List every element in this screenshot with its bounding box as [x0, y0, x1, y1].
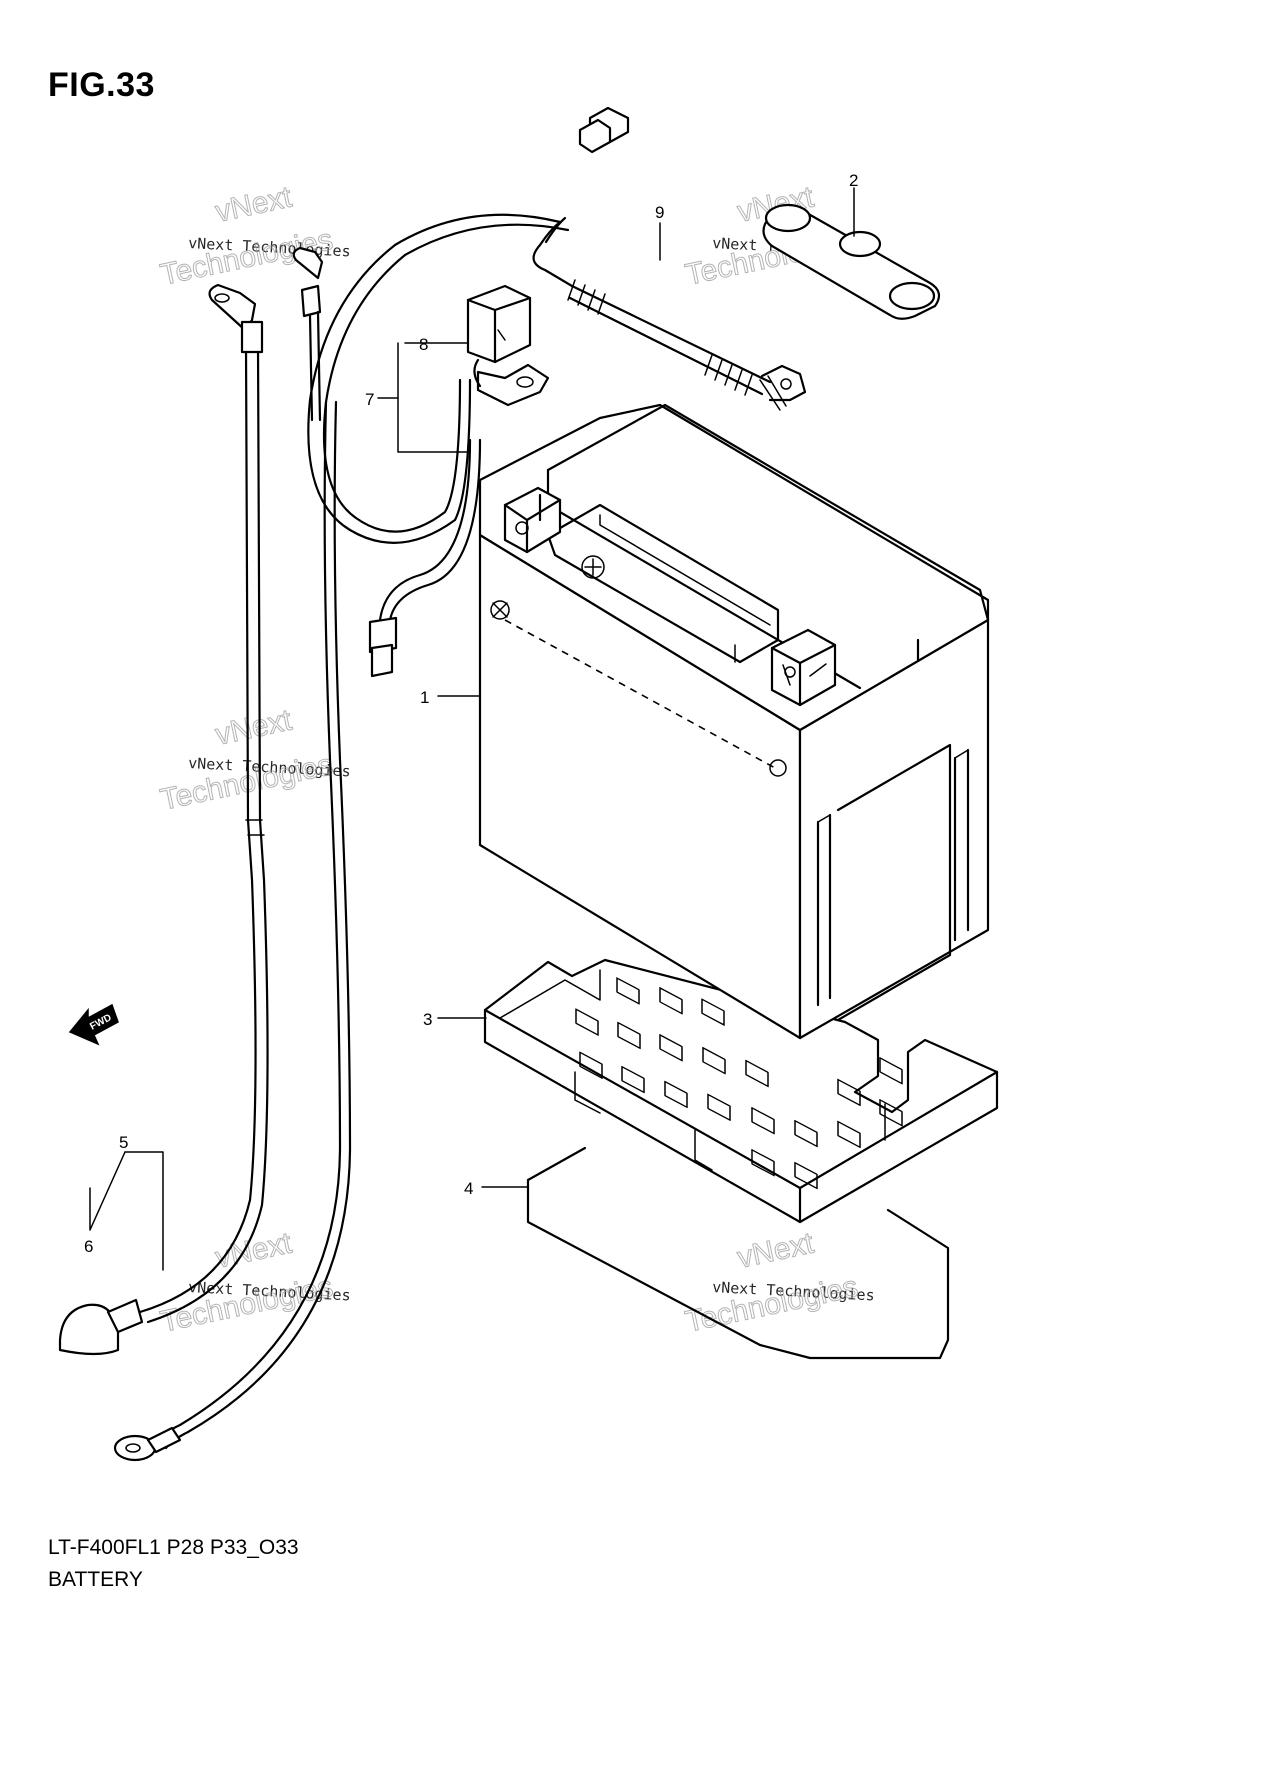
watermark-bottom-right: vNext vNext Technologies Technologies — [682, 1226, 875, 1339]
svg-text:vNext: vNext — [735, 1226, 818, 1274]
figure-title: FIG.33 — [48, 66, 155, 104]
callout-7: 7 — [365, 390, 374, 409]
callout-1: 1 — [420, 688, 429, 707]
callout-leaders — [89, 187, 855, 1271]
forward-arrow-icon: FWD — [68, 1003, 119, 1046]
watermark-mid-left: vNext vNext Technologies Technologies — [157, 703, 351, 817]
starter-relay — [466, 284, 550, 407]
svg-text:vNext: vNext — [213, 703, 296, 751]
model-code: LT-F400FL1 P28 P33_O33 — [48, 1536, 299, 1559]
watermark-top-left: vNext vNext Technologies Technologies — [157, 180, 351, 292]
terminal-cover — [762, 203, 941, 320]
callout-6: 6 — [84, 1237, 93, 1256]
main-harness — [113, 213, 570, 1462]
battery — [478, 403, 990, 1040]
battery-tray — [483, 958, 999, 1224]
callout-5: 5 — [119, 1133, 128, 1152]
callout-4: 4 — [464, 1179, 473, 1198]
watermark-bottom-left: vNext vNext Technologies Technologies — [157, 1226, 351, 1339]
svg-text:vNext: vNext — [213, 180, 296, 228]
diagram-caption: BATTERY — [48, 1568, 143, 1591]
callout-9: 9 — [655, 203, 664, 222]
callout-3: 3 — [423, 1010, 432, 1029]
battery-cable — [58, 246, 324, 1356]
callout-2: 2 — [849, 171, 858, 190]
callout-8: 8 — [419, 335, 428, 354]
sub-harness — [532, 106, 807, 411]
